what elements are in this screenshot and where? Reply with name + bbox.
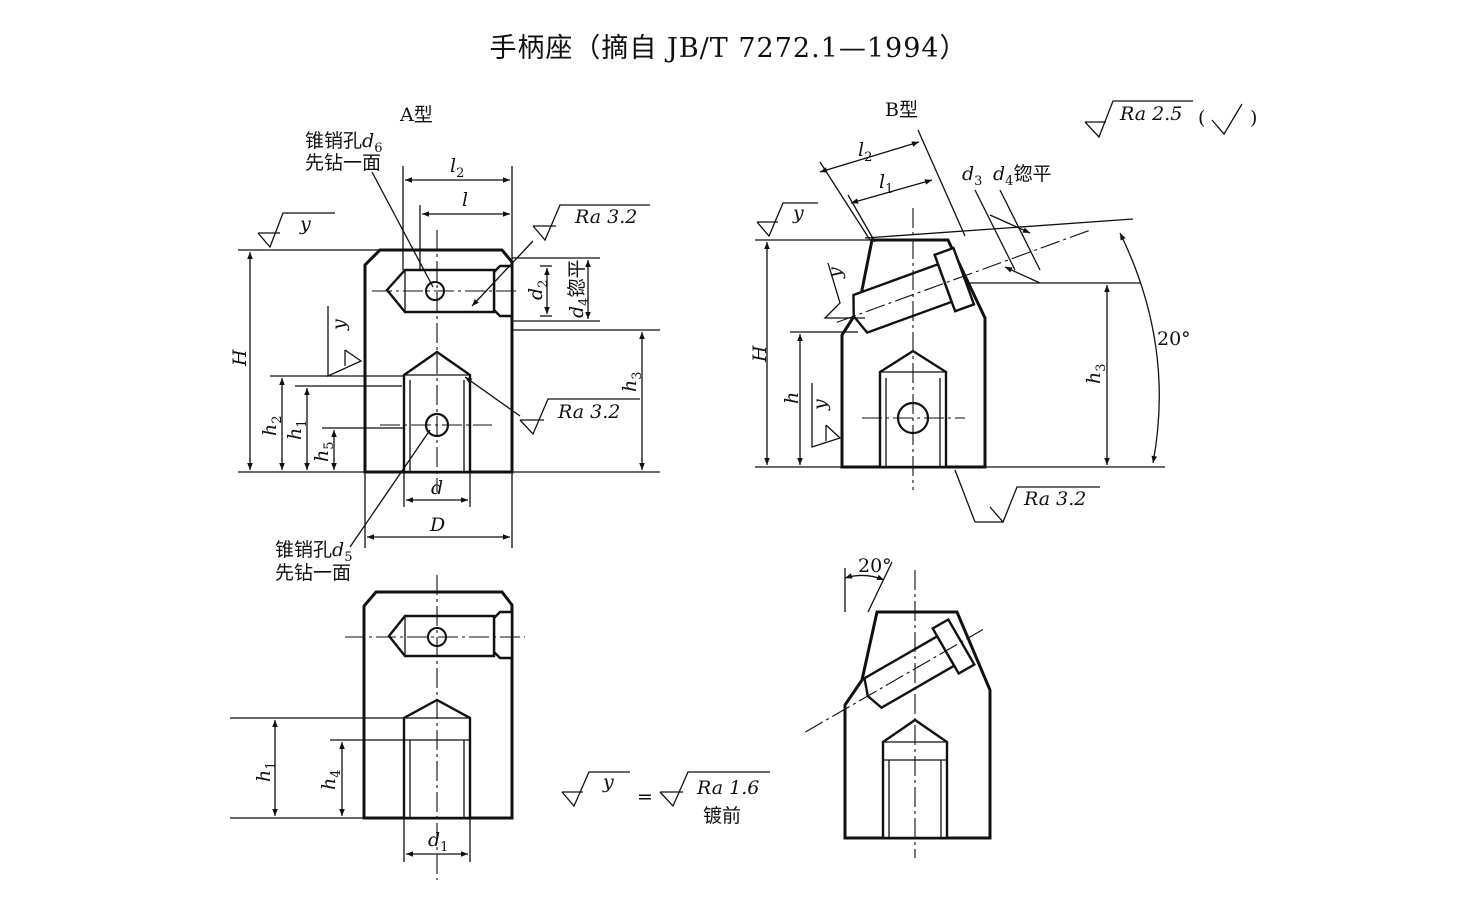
svg-text:H: H	[229, 349, 251, 367]
svg-text:d4锪平: d4锪平	[993, 163, 1051, 189]
svg-text:=: =	[637, 786, 653, 808]
svg-text:y: y	[824, 267, 846, 279]
svg-text:Ra 3.2: Ra 3.2	[557, 401, 620, 423]
svg-text:h: h	[781, 392, 803, 404]
view-c: h1 h4 d1	[230, 575, 525, 880]
view-a-pin-hole-top: 锥销孔d6	[305, 130, 382, 156]
svg-text:(: (	[1198, 107, 1205, 129]
svg-text:l2: l2	[858, 139, 872, 165]
view-d: 20°	[805, 555, 992, 858]
svg-text:l: l	[462, 189, 468, 211]
view-c-body	[362, 590, 514, 820]
view-a-pin-hole-bottom: 锥销孔d5	[275, 539, 352, 565]
svg-text:D: D	[429, 514, 445, 536]
svg-text:h3: h3	[619, 371, 645, 392]
svg-text:h2: h2	[259, 415, 285, 436]
svg-text:Ra 2.5: Ra 2.5	[1119, 103, 1182, 125]
svg-text:): )	[1250, 107, 1257, 129]
svg-text:y: y	[299, 213, 311, 235]
view-b-type: B型 Ra 2.5 ( )	[749, 99, 1257, 524]
svg-text:H: H	[749, 345, 771, 363]
svg-text:d3: d3	[962, 163, 982, 189]
svg-text:d2: d2	[525, 280, 551, 300]
svg-text:y: y	[328, 319, 350, 331]
svg-text:h1: h1	[284, 419, 310, 440]
view-b-type-label: B型	[885, 99, 918, 121]
svg-text:d4锪平: d4锪平	[566, 260, 592, 318]
drawing-title: 手柄座（摘自 JB/T 7272.1—1994）	[489, 33, 968, 64]
svg-text:先钻一面: 先钻一面	[305, 152, 381, 174]
svg-text:y: y	[602, 771, 614, 793]
svg-text:d: d	[431, 477, 443, 499]
svg-text:h1: h1	[253, 761, 279, 782]
view-a-type: A型	[229, 104, 660, 584]
svg-text:先钻一面: 先钻一面	[275, 562, 351, 584]
svg-text:l2: l2	[450, 155, 464, 181]
svg-text:Ra 3.2: Ra 3.2	[1023, 488, 1086, 510]
svg-text:y: y	[809, 399, 831, 411]
svg-text:Ra 1.6: Ra 1.6	[696, 777, 759, 799]
svg-text:l1: l1	[879, 171, 893, 197]
svg-text:Ra 3.2: Ra 3.2	[574, 206, 637, 228]
view-a-type-label: A型	[399, 104, 433, 126]
svg-text:h3: h3	[1083, 363, 1109, 384]
svg-text:d1: d1	[428, 829, 448, 855]
svg-text:20°: 20°	[858, 555, 892, 577]
svg-text:20°: 20°	[1157, 328, 1191, 350]
roughness-note: y = Ra 1.6 镀前	[561, 771, 770, 827]
svg-text:h4: h4	[318, 769, 344, 790]
svg-text:h5: h5	[311, 441, 337, 462]
svg-text:镀前: 镀前	[703, 805, 741, 827]
svg-text:y: y	[792, 202, 804, 224]
